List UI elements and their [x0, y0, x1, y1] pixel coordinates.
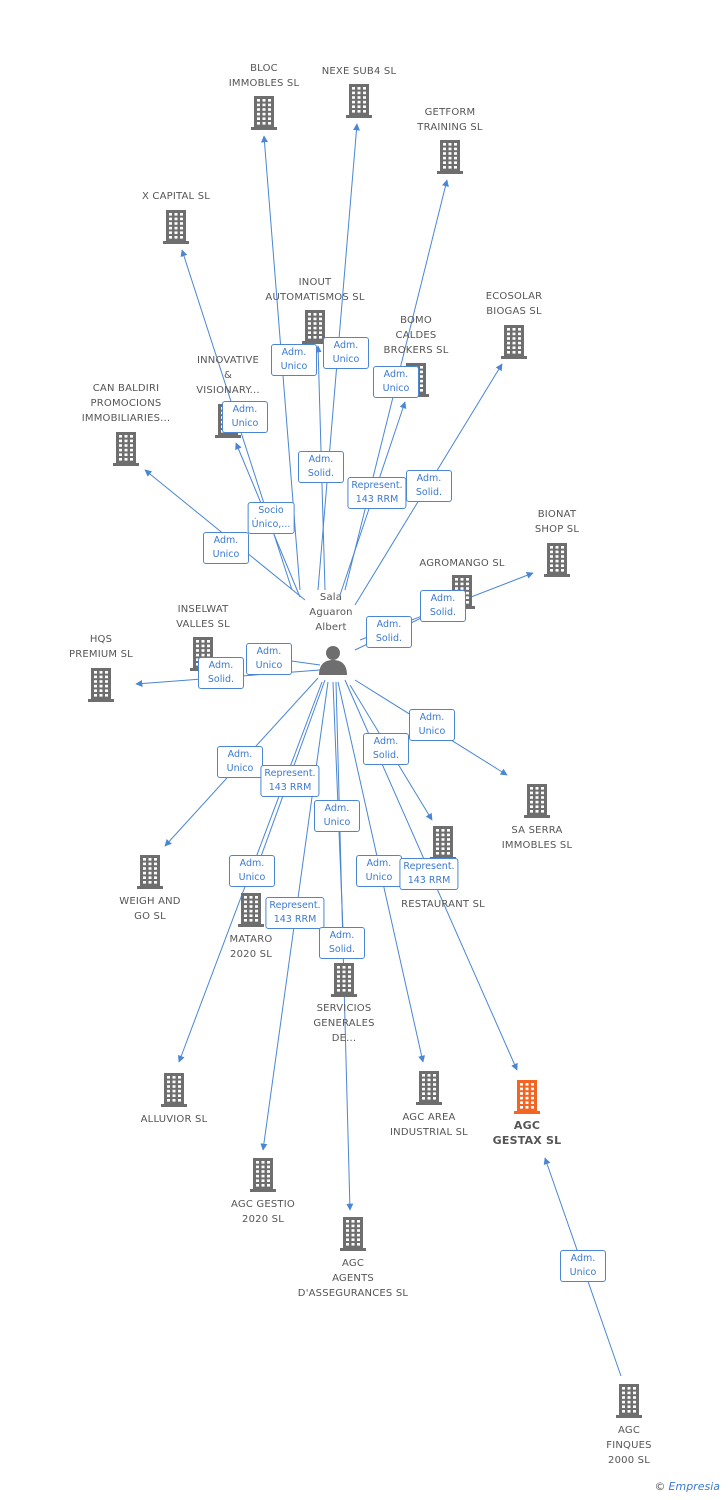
- building-icon[interactable]: [616, 1384, 642, 1418]
- building-icon[interactable]: [113, 432, 139, 466]
- relation-label-agromango[interactable]: Adm. Solid.: [366, 616, 412, 648]
- building-icon[interactable]: [331, 963, 357, 997]
- building-icon[interactable]: [238, 893, 264, 927]
- node-label[interactable]: GETFORM TRAINING SL: [417, 107, 483, 133]
- relation-label-bomo[interactable]: Represent. 143 RRM: [347, 477, 407, 509]
- building-icon[interactable]: [514, 1080, 540, 1114]
- relation-label-getform[interactable]: Adm. Unico: [373, 366, 419, 398]
- person-icon[interactable]: [319, 645, 347, 675]
- building-icon[interactable]: [340, 1217, 366, 1251]
- node-label[interactable]: INNOVATIVE & VISIONARY...: [196, 355, 260, 396]
- node-label[interactable]: AGROMANGO SL: [419, 558, 505, 569]
- relation-label-alluvior[interactable]: Adm. Unico: [229, 855, 275, 887]
- node-label[interactable]: SERVICIOS GENERALES DE...: [313, 1003, 375, 1044]
- node-label[interactable]: AGC GESTAX SL: [492, 1119, 562, 1147]
- building-icon[interactable]: [346, 84, 372, 118]
- node-label[interactable]: NEXE SUB4 SL: [321, 66, 397, 77]
- building-icon[interactable]: [430, 826, 456, 860]
- brand-credit[interactable]: ©Empresia: [655, 1480, 720, 1493]
- building-icon[interactable]: [161, 1073, 187, 1107]
- relation-label-agcgestio[interactable]: Represent. 143 RRM: [265, 897, 325, 929]
- building-icon[interactable]: [88, 668, 114, 702]
- node-label[interactable]: ECOSOLAR BIOGAS SL: [485, 291, 543, 317]
- node-label[interactable]: INOUT AUTOMATISMOS SL: [265, 277, 365, 303]
- building-icon[interactable]: [163, 210, 189, 244]
- building-icon[interactable]: [437, 140, 463, 174]
- building-icon[interactable]: [251, 96, 277, 130]
- building-icon[interactable]: [501, 325, 527, 359]
- node-label[interactable]: RESTAURANT SL: [401, 899, 485, 910]
- node-label[interactable]: AGC AREA INDUSTRIAL SL: [390, 1112, 468, 1138]
- building-icon[interactable]: [250, 1158, 276, 1192]
- copyright-symbol: ©: [654, 1480, 666, 1493]
- relation-label-canbaldiri[interactable]: Adm. Unico: [203, 532, 249, 564]
- node-label[interactable]: Sala Aguaron Albert: [309, 592, 353, 633]
- building-icon[interactable]: [302, 310, 328, 344]
- building-icon[interactable]: [544, 543, 570, 577]
- node-label[interactable]: BOMO CALDES BROKERS SL: [383, 315, 449, 356]
- node-label[interactable]: BLOC IMMOBLES SL: [228, 63, 300, 89]
- node-label[interactable]: INSELWAT VALLES SL: [176, 604, 230, 630]
- node-label[interactable]: MATARO 2020 SL: [229, 934, 273, 960]
- relation-label-focus[interactable]: Represent. 143 RRM: [399, 858, 459, 890]
- building-icon[interactable]: [416, 1071, 442, 1105]
- relation-label-agcarea[interactable]: Adm. Unico: [356, 855, 402, 887]
- brand-name: Empresia: [668, 1480, 720, 1493]
- node-label[interactable]: X CAPITAL SL: [141, 191, 211, 202]
- node-label[interactable]: AGC FINQUES 2000 SL: [606, 1425, 652, 1466]
- relation-label-innovative[interactable]: Adm. Unico: [222, 401, 268, 433]
- relation-label-ecosolar[interactable]: Adm. Solid.: [406, 470, 452, 502]
- relation-label-xcapital[interactable]: Socio Único,...: [247, 502, 295, 534]
- relation-label-agcagents[interactable]: Adm. Solid.: [319, 927, 365, 959]
- node-label[interactable]: HQS PREMIUM SL: [69, 634, 133, 660]
- relation-label-bloc[interactable]: Adm. Unico: [271, 344, 317, 376]
- node-label[interactable]: CAN BALDIRI PROMOCIONS IMMOBILIARIES...: [81, 383, 171, 424]
- node-label[interactable]: BIONAT SHOP SL: [534, 509, 580, 535]
- relation-label-restaurant[interactable]: Adm. Solid.: [363, 733, 409, 765]
- relation-label-saserra[interactable]: Adm. Unico: [409, 709, 455, 741]
- node-label[interactable]: AGC AGENTS D'ASSEGURANCES SL: [297, 1258, 409, 1299]
- node-label[interactable]: ALLUVIOR SL: [140, 1114, 208, 1125]
- building-icon[interactable]: [524, 784, 550, 818]
- relation-label-hqs[interactable]: Adm. Solid.: [198, 657, 244, 689]
- relation-label-agcfinques[interactable]: Adm. Unico: [560, 1250, 606, 1282]
- relation-label-inout[interactable]: Adm. Solid.: [298, 451, 344, 483]
- relation-label-mataro[interactable]: Represent. 143 RRM: [260, 765, 320, 797]
- building-icon[interactable]: [137, 855, 163, 889]
- node-label[interactable]: AGC GESTIO 2020 SL: [231, 1199, 295, 1225]
- relation-label-servicios[interactable]: Adm. Unico: [314, 800, 360, 832]
- node-label[interactable]: WEIGH AND GO SL: [119, 896, 181, 922]
- relation-label-inselwat[interactable]: Adm. Unico: [246, 643, 292, 675]
- relation-label-bionat[interactable]: Adm. Solid.: [420, 590, 466, 622]
- relation-label-weigh[interactable]: Adm. Unico: [217, 746, 263, 778]
- relation-label-nexe[interactable]: Adm. Unico: [323, 337, 369, 369]
- node-label[interactable]: SA SERRA IMMOBLES SL: [501, 825, 573, 851]
